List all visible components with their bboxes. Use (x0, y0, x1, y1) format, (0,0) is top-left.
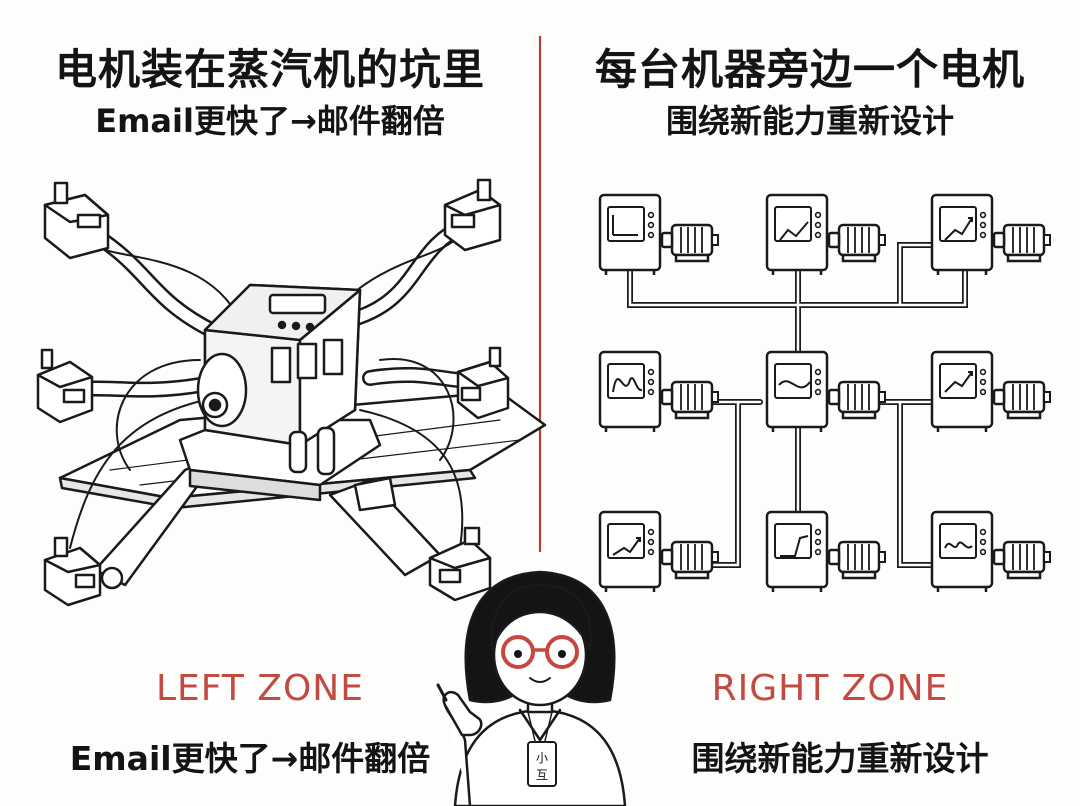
right-caption: 围绕新能力重新设计 (691, 739, 989, 778)
right-subtitle: 围绕新能力重新设计 (665, 102, 954, 140)
motor-icon (660, 223, 720, 263)
left-motor-box-mid-right (456, 346, 510, 420)
motor-icon (827, 540, 887, 580)
badge-text-top: 小 (536, 751, 548, 765)
machine-middle-center (765, 350, 887, 432)
machine-top-center (765, 193, 887, 275)
machine-middle-right (930, 350, 1052, 432)
machine-top-right (930, 193, 1052, 275)
right-connection-wires-inner (628, 243, 967, 567)
machine-bottom-right (930, 510, 1052, 592)
machine-bottom-center (765, 510, 887, 592)
machine-bottom-left (598, 510, 720, 592)
badge-text-bottom: 互 (536, 768, 548, 782)
presenter-character (436, 570, 627, 806)
motor-icon (660, 380, 720, 420)
left-title: 电机装在蒸汽机的坑里 (54, 45, 485, 94)
motor-icon (992, 223, 1052, 263)
left-motor-box-bottom-left (43, 536, 102, 607)
motor-icon (992, 380, 1052, 420)
left-motor-box-top-right (443, 178, 502, 252)
motor-icon (827, 223, 887, 263)
machine-middle-left (598, 350, 720, 432)
left-motor-box-mid-left (36, 348, 94, 424)
name-badge: 小 互 (527, 741, 557, 787)
right-title: 每台机器旁边一个电机 (594, 45, 1025, 94)
right-zone-label: RIGHT ZONE (711, 668, 949, 709)
motor-icon (992, 540, 1052, 580)
machine-top-left (598, 193, 720, 275)
motor-icon (827, 380, 887, 420)
left-motor-box-bottom-right (428, 526, 492, 602)
motor-icon (660, 540, 720, 580)
left-subtitle: Email更快了→邮件翻倍 (95, 102, 445, 140)
left-zone-label: LEFT ZONE (156, 668, 364, 709)
left-caption: Email更快了→邮件翻倍 (69, 739, 431, 778)
left-motor-box-top-left (43, 181, 110, 260)
